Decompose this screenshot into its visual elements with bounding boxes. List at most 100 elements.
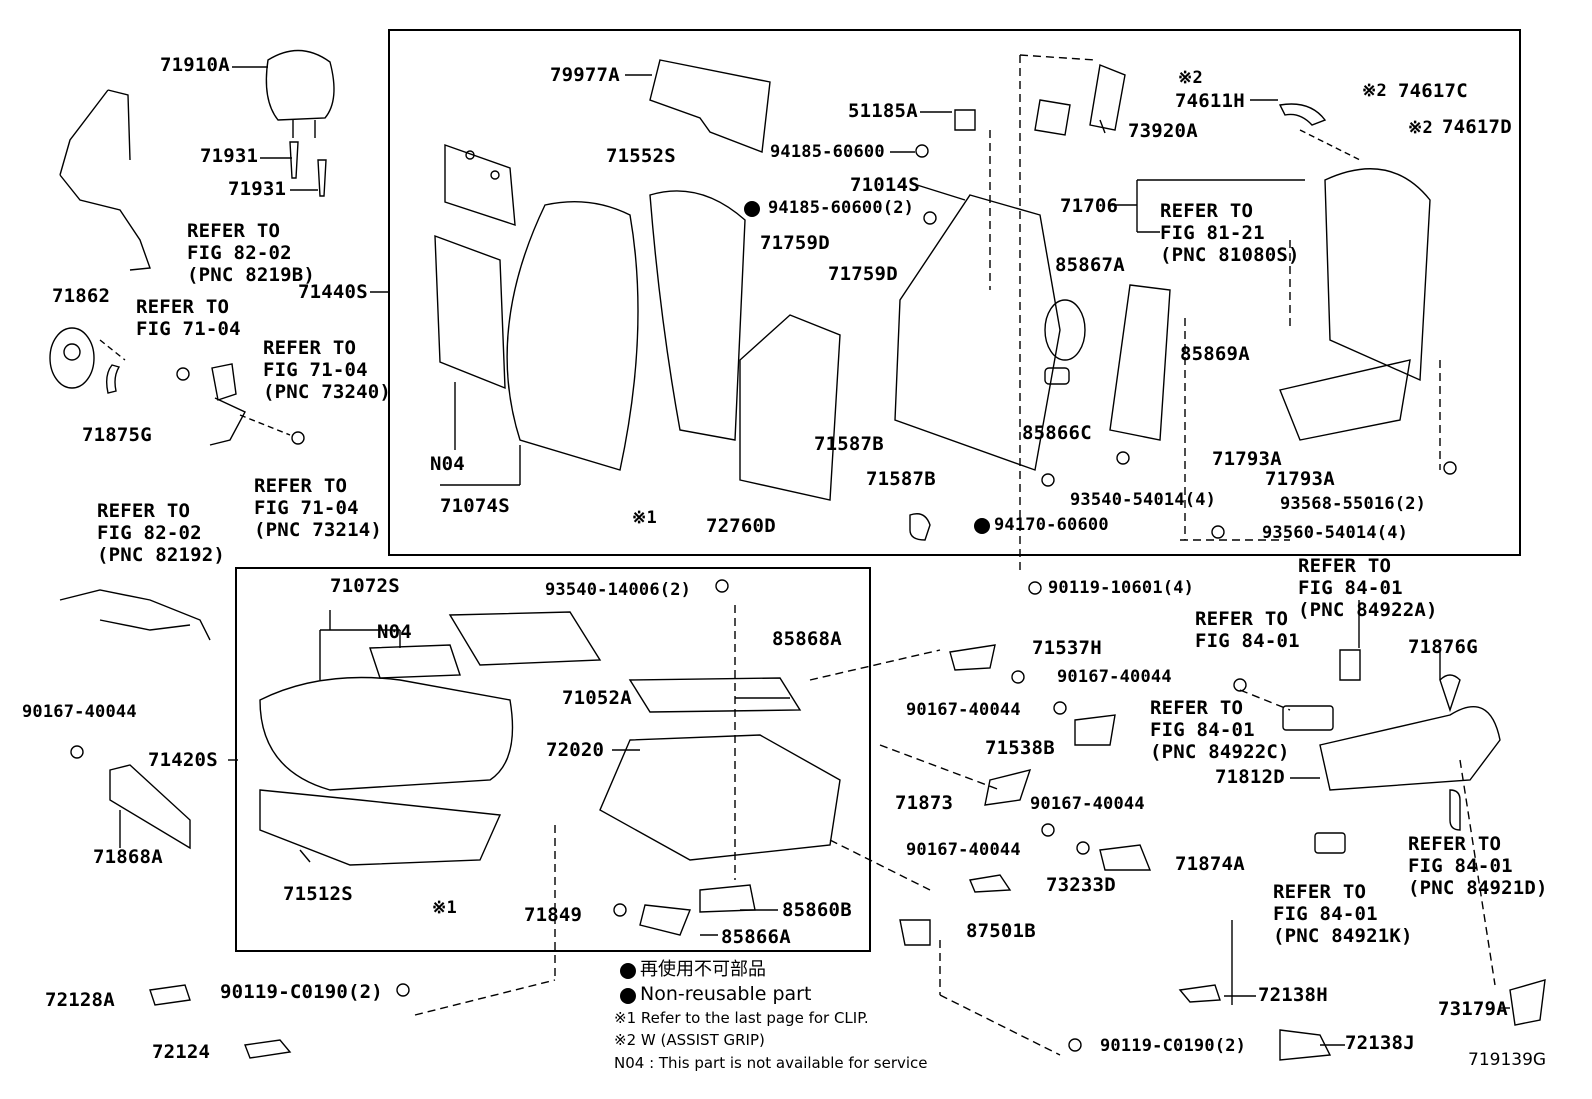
part-71587B-a[interactable]: 71587B (814, 433, 884, 455)
refer-pnc: (PNC 84922A) (1298, 599, 1438, 621)
refer-fig[interactable]: FIG 84-01 (1273, 903, 1378, 925)
part-90119-C0190[interactable]: 90119-C0190(2) (1100, 1036, 1247, 1056)
part-73920A[interactable]: 73920A (1128, 120, 1198, 142)
part-71793A-a[interactable]: 71793A (1212, 448, 1282, 470)
part-71875G[interactable]: 71875G (82, 424, 152, 446)
legend-note-n04: N04 : This part is not available for ser… (614, 1054, 928, 1072)
part-71931-b[interactable]: 71931 (228, 178, 287, 200)
refer-note: REFER TO (1273, 881, 1367, 903)
refer-pnc: (PNC 73240) (263, 381, 392, 403)
part-71074S[interactable]: 71074S (440, 495, 510, 517)
refer-note: REFER TO (1298, 555, 1392, 577)
part-71793A-b[interactable]: 71793A (1265, 468, 1335, 490)
part-85860B[interactable]: 85860B (782, 899, 852, 921)
part-71910A[interactable]: 71910A (160, 54, 230, 76)
part-93540-14006[interactable]: 93540-14006(2) (545, 580, 692, 600)
part-72138J[interactable]: 72138J (1345, 1032, 1415, 1054)
part-71874A[interactable]: 71874A (1175, 853, 1245, 875)
part-90119-10601[interactable]: 90119-10601(4) (1048, 578, 1195, 598)
refer-fig[interactable]: FIG 84-01 (1298, 577, 1403, 599)
refer-pnc: (PNC 82192) (97, 544, 226, 566)
part-N04: N04 (377, 621, 412, 643)
part-85869A[interactable]: 85869A (1180, 343, 1250, 365)
part-71538B[interactable]: 71538B (985, 737, 1055, 759)
part-90119-C0190[interactable]: 90119-C0190(2) (220, 981, 383, 1003)
part-73179A[interactable]: 73179A (1438, 998, 1508, 1020)
part-72760D[interactable]: 72760D (706, 515, 776, 537)
part-90167-40044[interactable]: 90167-40044 (1030, 794, 1145, 814)
part-51185A[interactable]: 51185A (848, 100, 918, 122)
refer-fig[interactable]: FIG 71-04 (254, 497, 359, 519)
part-71440S[interactable]: 71440S (298, 281, 368, 303)
part-93540-54014[interactable]: 93540-54014(4) (1070, 490, 1217, 510)
part-90167-40044[interactable]: 90167-40044 (906, 840, 1021, 860)
part-94185-60600[interactable]: 94185-60600 (770, 142, 885, 162)
legend-jp: 再使用不可部品 (640, 959, 766, 980)
part-71759D-a[interactable]: 71759D (760, 232, 830, 254)
part-87501B[interactable]: 87501B (966, 920, 1036, 942)
foam-pad-drawing (649, 59, 771, 153)
part-72138H[interactable]: 72138H (1258, 984, 1328, 1006)
refer-pnc: (PNC 73214) (254, 519, 383, 541)
part-93560-54014[interactable]: 93560-54014(4) (1262, 523, 1409, 543)
part-93568-55016[interactable]: 93568-55016(2) (1280, 494, 1427, 514)
part-71876G[interactable]: 71876G (1408, 636, 1478, 658)
clip-mark: ※1 (432, 898, 457, 918)
part-71812D[interactable]: 71812D (1215, 766, 1285, 788)
part-71052A[interactable]: 71052A (562, 687, 632, 709)
part-72020[interactable]: 72020 (546, 739, 605, 761)
refer-pnc: (PNC 84921D) (1408, 877, 1548, 899)
part-71931-a[interactable]: 71931 (200, 145, 259, 167)
legend-en: Non-reusable part (640, 983, 812, 1005)
seat-back-frame-drawing (894, 194, 1061, 471)
refer-pnc: (PNC 81080S) (1160, 244, 1300, 266)
part-85868A[interactable]: 85868A (772, 628, 842, 650)
part-72128A[interactable]: 72128A (45, 989, 115, 1011)
part-71873[interactable]: 71873 (895, 792, 954, 814)
refer-fig[interactable]: FIG 84-01 (1150, 719, 1255, 741)
refer-note: REFER TO (97, 500, 191, 522)
refer-pnc: (PNC 84922C) (1150, 741, 1290, 763)
part-90167-40044[interactable]: 90167-40044 (1057, 667, 1172, 687)
seat-cushion-group-box (235, 567, 871, 952)
refer-fig[interactable]: FIG 81-21 (1160, 222, 1265, 244)
refer-fig[interactable]: FIG 82-02 (187, 242, 292, 264)
seat-cushion-drawing (259, 676, 514, 791)
part-71706[interactable]: 71706 (1060, 195, 1119, 217)
refer-fig[interactable]: FIG 71-04 (136, 318, 241, 340)
part-71014S[interactable]: 71014S (850, 174, 920, 196)
part-85866A[interactable]: 85866A (721, 926, 791, 948)
part-73233D[interactable]: 73233D (1046, 874, 1116, 896)
part-71552S[interactable]: 71552S (606, 145, 676, 167)
part-71587B-b[interactable]: 71587B (866, 468, 936, 490)
part-71420S[interactable]: 71420S (148, 749, 218, 771)
motor-drawing (49, 327, 95, 389)
part-71537H[interactable]: 71537H (1032, 637, 1102, 659)
part-90167-40044[interactable]: 90167-40044 (906, 700, 1021, 720)
part-85866C[interactable]: 85866C (1022, 422, 1092, 444)
part-90167-40044[interactable]: 90167-40044 (22, 702, 137, 722)
refer-fig[interactable]: FIG 84-01 (1195, 630, 1300, 652)
seat-track-drawing (599, 734, 841, 861)
part-71512S[interactable]: 71512S (283, 883, 353, 905)
refer-fig[interactable]: FIG 71-04 (263, 359, 368, 381)
part-94170-60600[interactable]: 94170-60600 (994, 515, 1109, 535)
part-74611H[interactable]: 74611H (1175, 90, 1245, 112)
part-85867A[interactable]: 85867A (1055, 254, 1125, 276)
part-72124[interactable]: 72124 (152, 1041, 211, 1063)
part-71868A[interactable]: 71868A (93, 846, 163, 868)
part-74617C[interactable]: 74617C (1398, 80, 1468, 102)
refer-note: REFER TO (136, 296, 230, 318)
part-74617D[interactable]: 74617D (1442, 116, 1512, 138)
part-79977A[interactable]: 79977A (550, 64, 620, 86)
assist-grip-mark: ※2 (1362, 81, 1387, 101)
part-71862[interactable]: 71862 (52, 285, 111, 307)
part-71759D-b[interactable]: 71759D (828, 263, 898, 285)
refer-fig[interactable]: FIG 84-01 (1408, 855, 1513, 877)
part-71849[interactable]: 71849 (524, 904, 583, 926)
part-94185-60600-2[interactable]: 94185-60600(2) (768, 198, 915, 218)
refer-pnc: (PNC 84921K) (1273, 925, 1413, 947)
refer-fig[interactable]: FIG 82-02 (97, 522, 202, 544)
part-71072S[interactable]: 71072S (330, 575, 400, 597)
